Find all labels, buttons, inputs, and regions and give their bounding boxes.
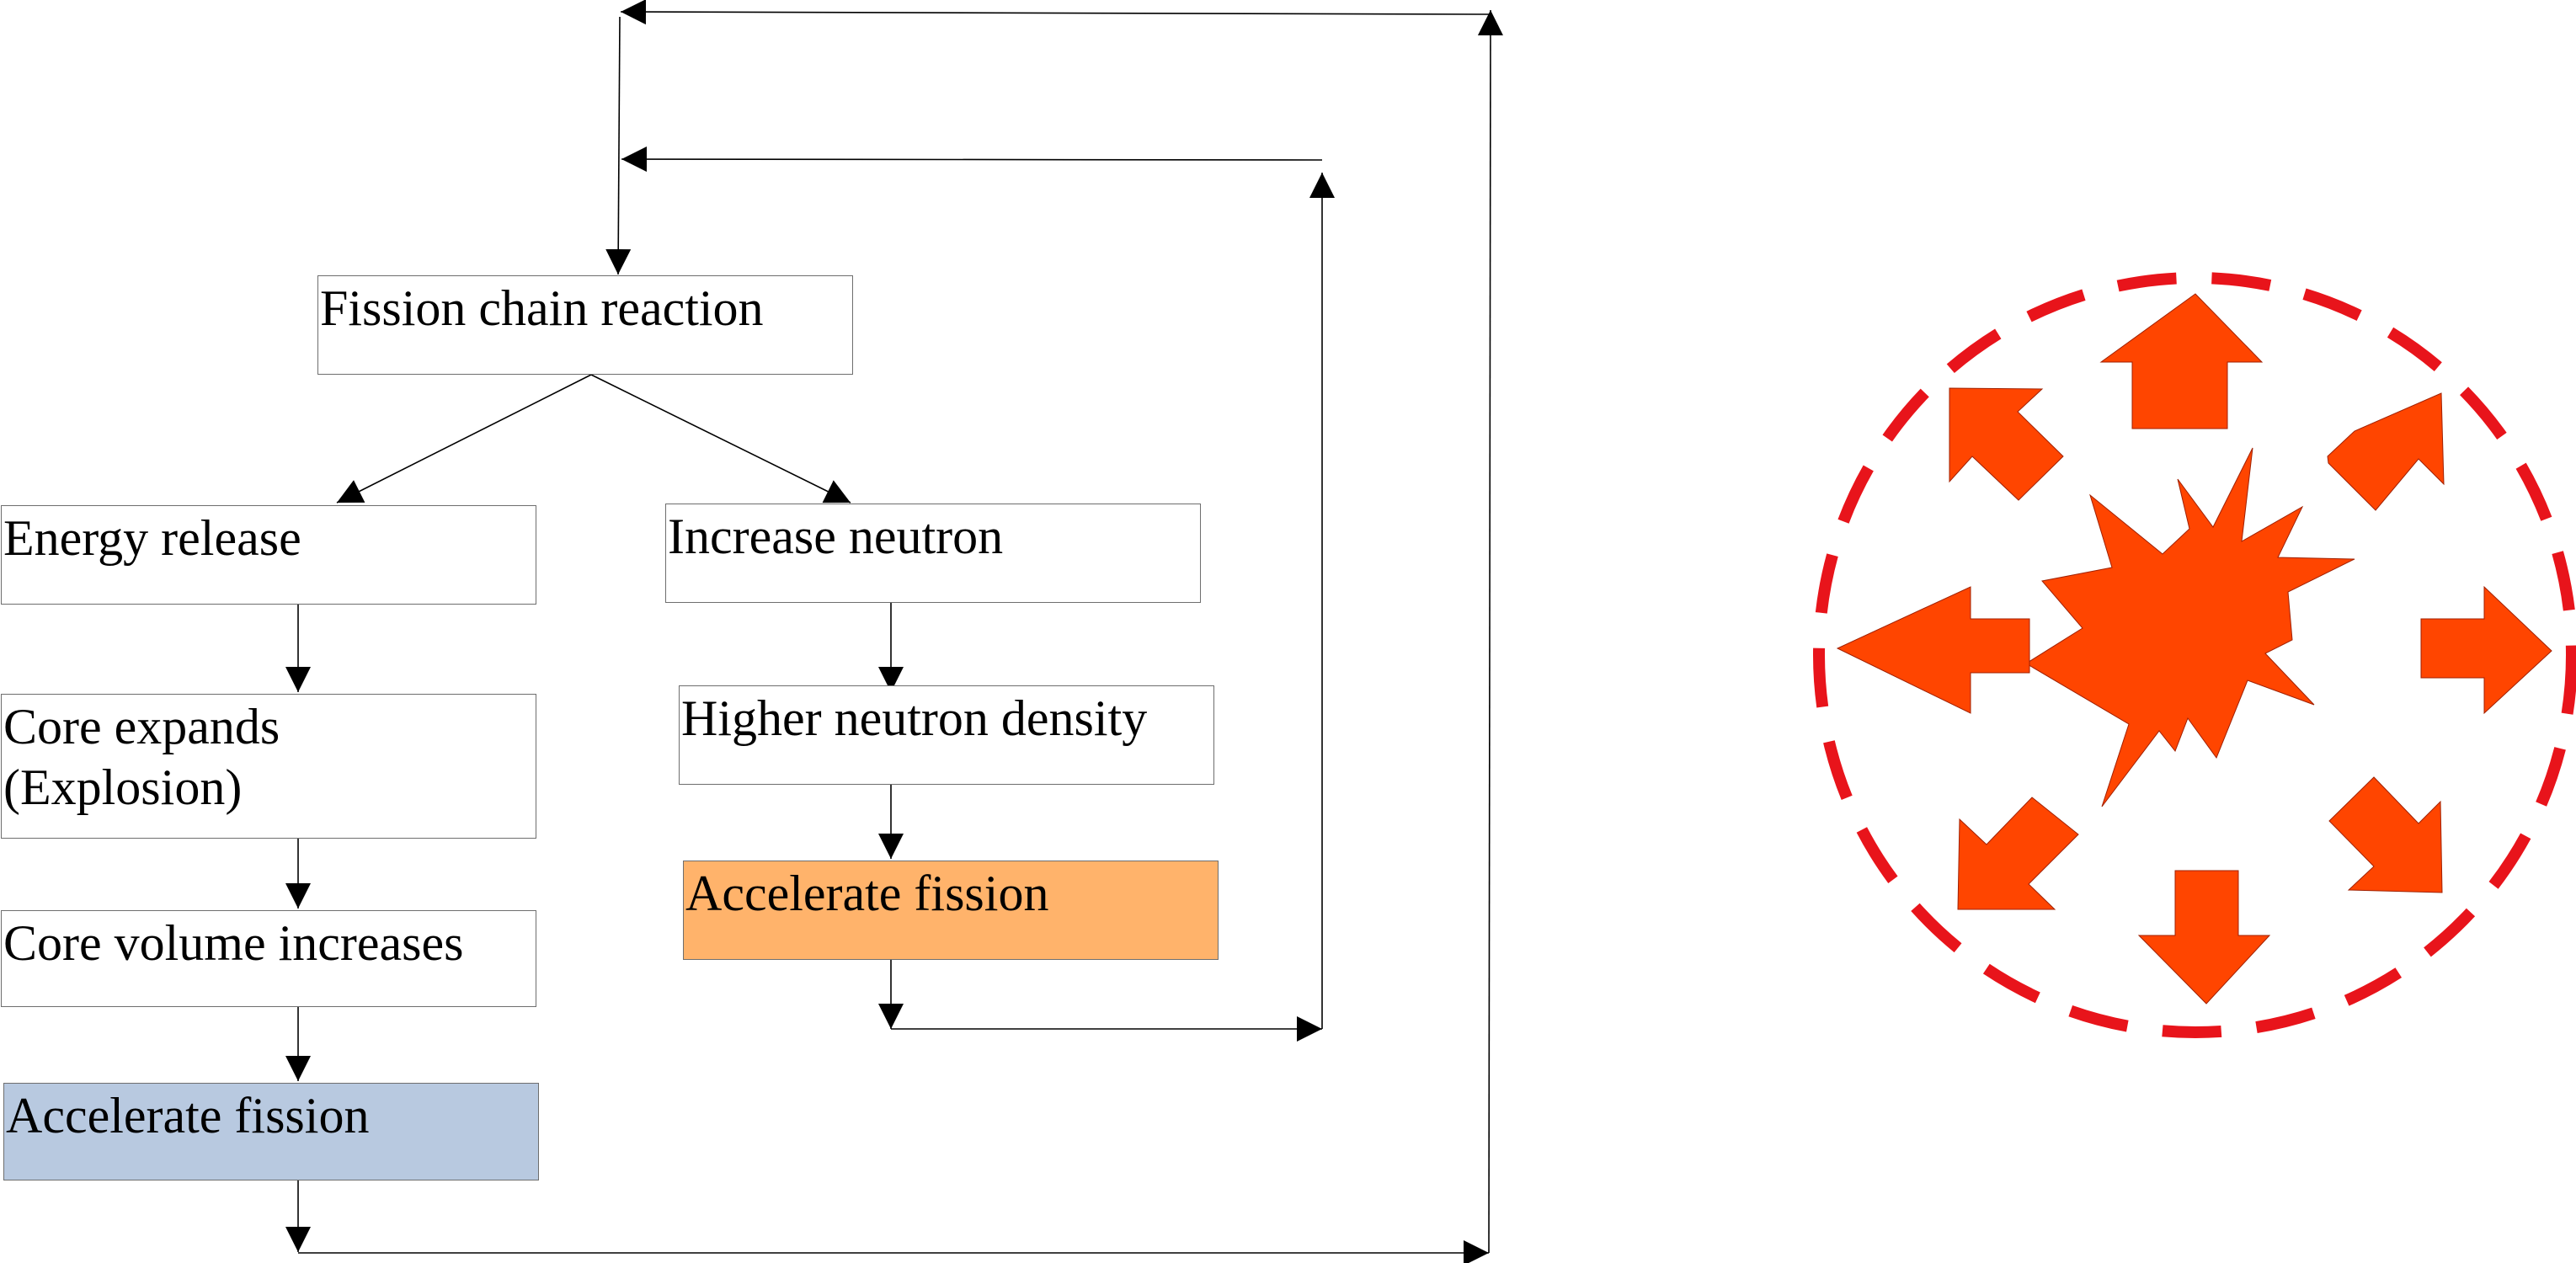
connector-chain-to-neutron <box>590 374 851 504</box>
box-fission-chain-reaction: Fission chain reaction <box>317 275 853 375</box>
arrow-down-right-icon <box>2328 776 2443 893</box>
box-increase-neutron: Increase neutron <box>665 504 1201 603</box>
box-higher-neutron-density: Higher neutron density <box>679 685 1214 785</box>
loop-outer-right <box>1477 9 1503 1254</box>
explosion-icon <box>2025 447 2355 807</box>
box-energy-release: Energy release <box>1 505 536 605</box>
dashed-boundary-circle <box>1813 272 2576 1038</box>
box-core-expands: Core expands (Explosion) <box>1 694 536 839</box>
arrow-up-icon <box>2099 293 2264 429</box>
arrow-left-icon <box>1836 586 2030 714</box>
arrow-down-left-icon <box>1957 797 2079 910</box>
loop-outer-down <box>605 16 632 275</box>
connector-chain-to-energy <box>336 374 592 504</box>
loop-inner-top <box>621 147 1323 173</box>
arrow-up-right-icon <box>2327 392 2445 511</box>
arrow-up-left-icon <box>1949 387 2064 501</box>
box-accelerate-fission-left: Accelerate fission <box>3 1083 539 1180</box>
box-core-volume-increases: Core volume increases <box>1 910 536 1007</box>
box-accelerate-fission-right: Accelerate fission <box>683 861 1219 960</box>
arrow-right-icon <box>2420 585 2552 715</box>
loop-outer-top <box>620 0 1491 25</box>
arrow-down-icon <box>2137 870 2271 1005</box>
